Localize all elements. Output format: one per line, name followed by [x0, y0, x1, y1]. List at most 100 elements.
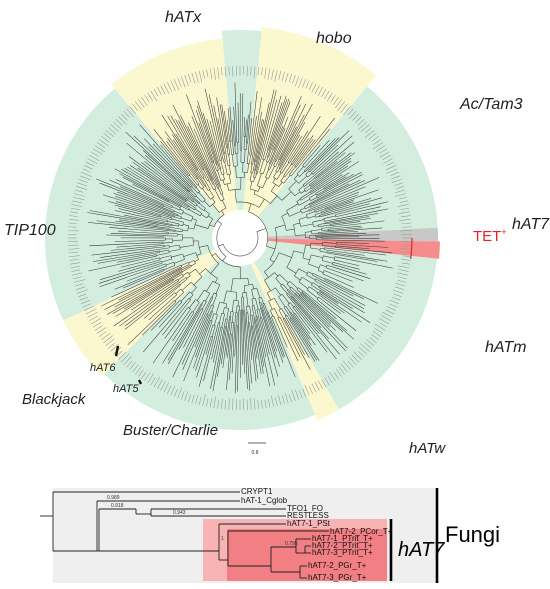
tip-label-mark [400, 207, 410, 210]
tip-label-mark [379, 322, 388, 328]
tip-label-mark [87, 158, 98, 164]
tree-branches [87, 82, 393, 394]
tip-label-mark [318, 380, 323, 389]
tip-label-mark [132, 103, 139, 112]
tip-label-mark [351, 354, 360, 363]
subtree-leaf: CRYPT1 [241, 487, 273, 496]
tip-label-mark [395, 189, 406, 193]
tip-label-mark [163, 83, 170, 94]
tip-label-mark [268, 399, 271, 408]
subtree-leaf: hAT7-2_PGr_T+ [308, 561, 367, 570]
tip-label-mark [110, 343, 120, 352]
tip-label-mark [398, 269, 409, 272]
tip-label-mark [288, 393, 293, 403]
tip-label-mark [135, 366, 142, 375]
tip-label-mark [386, 168, 398, 174]
tip-label-mark [253, 66, 256, 78]
tip-label-mark [209, 397, 213, 408]
tip-label-mark [333, 371, 339, 380]
tip-label-mark [385, 309, 395, 315]
tip-label-mark [375, 145, 386, 152]
tip-label-mark [213, 396, 216, 409]
tip-label-mark [267, 68, 271, 80]
tip-label-mark [228, 398, 230, 410]
tip-label-mark [399, 218, 412, 221]
subtree-leaf: hAT7-3_PGr_T+ [308, 573, 367, 582]
tip-label-mark [399, 251, 412, 254]
tip-label-mark [160, 380, 166, 391]
tip-label-mark [398, 211, 411, 214]
tip-label-mark [170, 80, 176, 92]
tip-label-mark [324, 377, 330, 386]
tip-label-mark [80, 171, 93, 178]
tip-label-mark [202, 394, 206, 406]
tip-label-mark [264, 67, 267, 79]
tip-label-mark [72, 272, 83, 276]
tip-label-mark [72, 276, 83, 280]
tip-label-mark [74, 283, 83, 287]
tip-label-mark [224, 66, 227, 77]
tip-label-mark [397, 265, 410, 269]
tip-label-mark [217, 400, 219, 409]
tip-label-mark [281, 71, 285, 82]
tip-label-mark [92, 322, 102, 328]
tip-label-mark [253, 398, 256, 410]
tip-label-mark [167, 81, 173, 92]
tip-label-mark [72, 200, 83, 204]
tip-label-mark [191, 394, 195, 404]
subtree-leaf: hAT7-2_PTrit_T+ [312, 541, 373, 550]
tip-label-mark [295, 76, 300, 87]
tip-label-mark [163, 382, 169, 393]
tip-label-mark [338, 366, 345, 375]
tip-label-mark [308, 81, 313, 90]
tip-label-mark [153, 88, 159, 97]
tip-label-mark [314, 381, 320, 391]
tip-label-mark [353, 351, 362, 360]
tip-label-mark [358, 121, 368, 130]
tip-label-mark [228, 66, 230, 76]
tip-label-mark [105, 130, 115, 138]
tip-label-mark [275, 397, 278, 406]
clade-label-ac-tam3: Ac/Tam3 [459, 96, 523, 113]
clade-label-hatx: hATx [165, 9, 202, 26]
tip-label-mark [138, 369, 144, 377]
tip-label-mark [83, 305, 95, 311]
tip-label-mark [206, 398, 209, 407]
tip-label-mark [364, 127, 372, 134]
tip-label-mark [257, 66, 260, 76]
tip-label-mark [153, 376, 161, 388]
tip-label-mark [285, 72, 289, 83]
tip-label-mark [144, 372, 150, 382]
tip-label-mark [120, 113, 128, 121]
tip-label-mark [209, 68, 213, 80]
tip-label-mark [358, 346, 368, 355]
tip-label-mark [224, 399, 227, 410]
tip-label-mark [358, 351, 365, 358]
tip-label-mark [402, 226, 412, 228]
tip-label-mark [118, 351, 127, 360]
tip-label-mark [394, 282, 406, 287]
tip-label-mark [271, 69, 274, 80]
tip-label-mark [220, 66, 223, 76]
tip-label-mark [132, 364, 139, 373]
tip-label-mark [311, 83, 317, 93]
tip-label-mark [327, 375, 333, 384]
tip-label-mark [401, 222, 412, 225]
tip-label-mark [74, 189, 84, 193]
bootstrap-value: 0.943 [173, 510, 186, 516]
bootstrap-value: 1 [221, 536, 224, 542]
tip-label-mark [78, 178, 88, 183]
tip-label-mark [83, 165, 93, 170]
tip-label-mark [98, 139, 109, 147]
sector-grey [267, 227, 438, 242]
tip-label-mark [360, 343, 370, 352]
tip-label-mark [400, 215, 411, 218]
tip-label-mark [213, 67, 216, 80]
tip-label-mark [257, 400, 260, 410]
clade-label-hobo: hobo [316, 30, 352, 47]
tip-label-mark [89, 155, 100, 161]
tip-label-mark [89, 315, 99, 321]
tip-label-mark [317, 87, 323, 96]
tip-label-mark [333, 96, 339, 105]
bootstrap-value: 0.795 [285, 541, 298, 547]
